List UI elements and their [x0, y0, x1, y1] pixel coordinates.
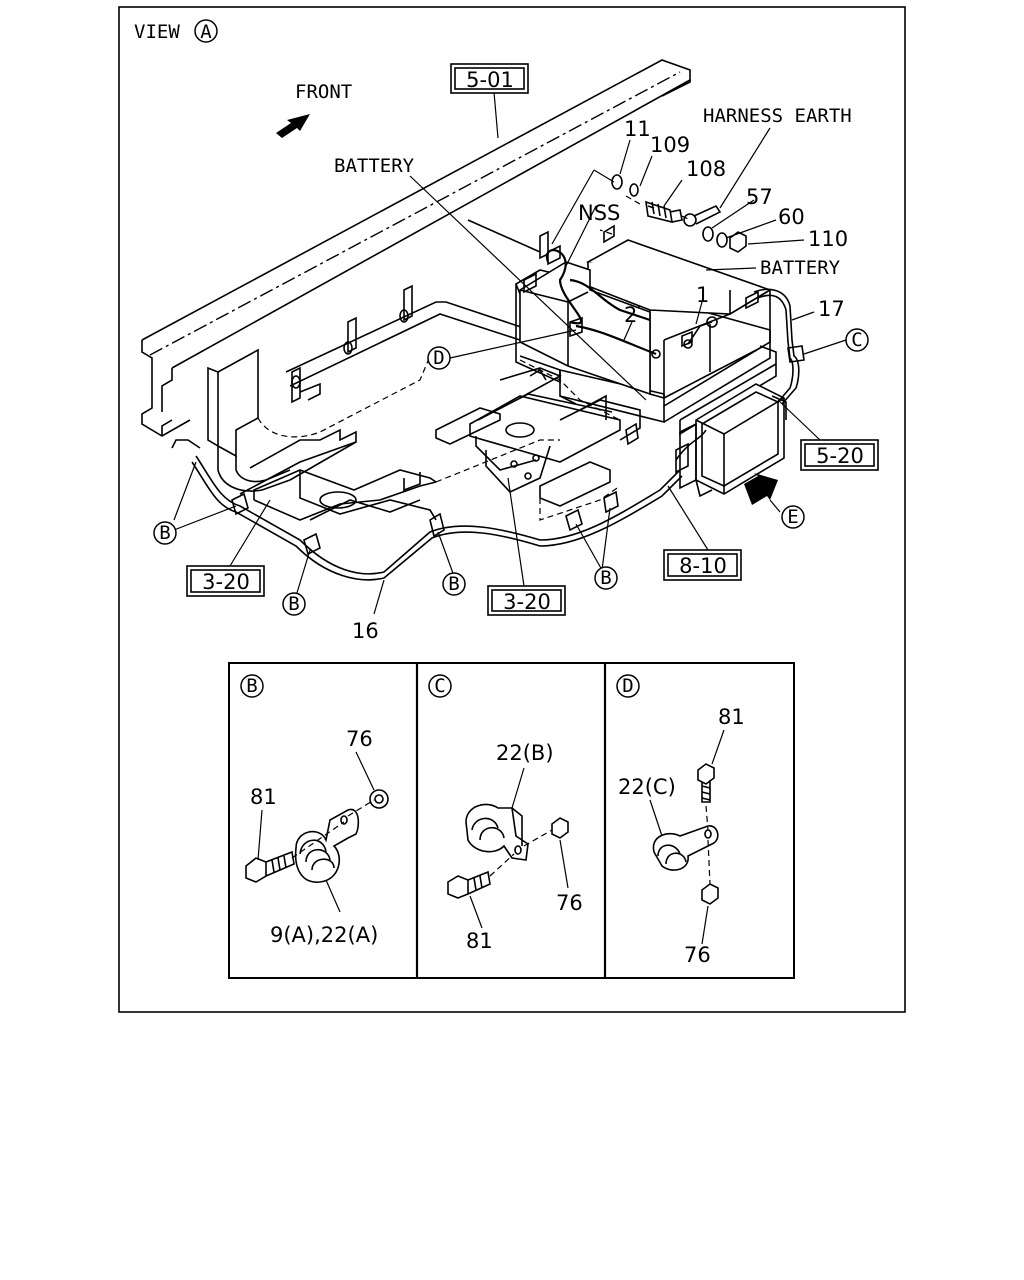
nut-76-d-icon: [701, 883, 719, 905]
svg-text:B: B: [288, 593, 299, 615]
bolt-81-icon: [245, 850, 295, 883]
svg-text:9(A),22(A): 9(A),22(A): [270, 923, 378, 947]
front-label: FRONT: [295, 81, 352, 103]
detail-b: B 76 81 9(A),22(A): [240, 674, 389, 947]
label-nss: NSS: [578, 201, 620, 225]
washer-57-icon: [702, 226, 714, 242]
part-16: 16: [352, 619, 379, 643]
callout-b-3: B: [442, 572, 466, 596]
view-letter: A: [200, 21, 212, 43]
svg-text:B: B: [246, 675, 257, 697]
svg-text:22(B): 22(B): [496, 741, 554, 765]
washer-109-icon: [629, 183, 639, 197]
control-box: [675, 383, 787, 498]
svg-text:22(C): 22(C): [618, 775, 676, 799]
clip-22c-icon: [652, 825, 719, 871]
harness-16: [171, 422, 707, 581]
part-60: 60: [778, 205, 805, 229]
detail-d: D 81 22(C) 76: [616, 674, 745, 967]
callout-e: E: [781, 505, 805, 529]
label-battery-right: BATTERY: [760, 257, 841, 279]
part-17: 17: [818, 297, 845, 321]
exploded-hardware: [599, 174, 747, 253]
callout-b-1: B: [153, 521, 177, 545]
svg-text:D: D: [433, 347, 444, 369]
svg-text:3-20: 3-20: [503, 590, 551, 614]
callout-b-4: B: [594, 566, 618, 590]
clip-icon: [294, 808, 360, 883]
svg-text:B: B: [448, 573, 459, 595]
svg-text:B: B: [159, 522, 170, 544]
part-11: 11: [624, 117, 651, 141]
svg-text:81: 81: [466, 929, 493, 953]
front-arrow-icon: [276, 114, 310, 138]
frame-rail: [141, 59, 691, 437]
svg-text:81: 81: [718, 705, 745, 729]
view-e-arrow-icon: [744, 473, 778, 505]
label-harness-earth: HARNESS EARTH: [703, 105, 852, 127]
washer-11-icon: [611, 174, 623, 190]
detail-c: C 22(B) 76 81: [428, 674, 583, 953]
harness-17: [753, 288, 805, 405]
detail-panel-frame: [228, 662, 795, 979]
part-2: 2: [624, 303, 637, 327]
part-110: 110: [808, 227, 848, 251]
ref-box-8-10: 8-10: [663, 549, 742, 581]
part-108: 108: [686, 157, 726, 181]
nut-76-c-icon: [551, 817, 569, 839]
svg-text:3-20: 3-20: [202, 570, 250, 594]
part-57: 57: [746, 185, 773, 209]
svg-text:B: B: [600, 567, 611, 589]
outer-frame: [118, 6, 906, 1013]
callout-c: C: [845, 328, 869, 352]
svg-text:D: D: [622, 675, 633, 697]
nut-110-icon: [729, 231, 747, 253]
view-title: VIEW: [134, 21, 180, 43]
terminal-lug-icon: [683, 213, 697, 227]
svg-text:C: C: [434, 675, 445, 697]
svg-text:76: 76: [556, 891, 583, 915]
part-1: 1: [696, 283, 709, 307]
svg-text:5-20: 5-20: [816, 444, 864, 468]
bolt-81-d-icon: [697, 763, 715, 803]
bolt-81-c-icon: [447, 870, 491, 899]
label-battery-left: BATTERY: [334, 155, 415, 177]
leader-lines: [173, 91, 847, 615]
svg-text:5-01: 5-01: [466, 68, 514, 92]
svg-text:C: C: [851, 329, 862, 351]
clip-22b-icon: [465, 803, 529, 861]
part-109: 109: [650, 133, 690, 157]
svg-text:8-10: 8-10: [679, 554, 727, 578]
nut-76-icon: [369, 789, 389, 809]
bolt-108-icon: [645, 200, 683, 224]
svg-text:81: 81: [250, 785, 277, 809]
callout-b-2: B: [282, 592, 306, 616]
view-letter-circle: [194, 19, 218, 43]
svg-text:76: 76: [346, 727, 373, 751]
ref-box-3-20-left: 3-20: [186, 565, 265, 597]
cross-members: [207, 348, 641, 521]
ref-box-5-01: 5-01: [450, 63, 529, 94]
ref-box-3-20-mid: 3-20: [487, 585, 566, 616]
callout-d: D: [427, 346, 451, 370]
ref-box-5-20: 5-20: [800, 439, 879, 471]
svg-text:E: E: [787, 506, 798, 528]
svg-text:76: 76: [684, 943, 711, 967]
washer-60-icon: [716, 232, 728, 248]
frame-brackets: [285, 284, 531, 404]
